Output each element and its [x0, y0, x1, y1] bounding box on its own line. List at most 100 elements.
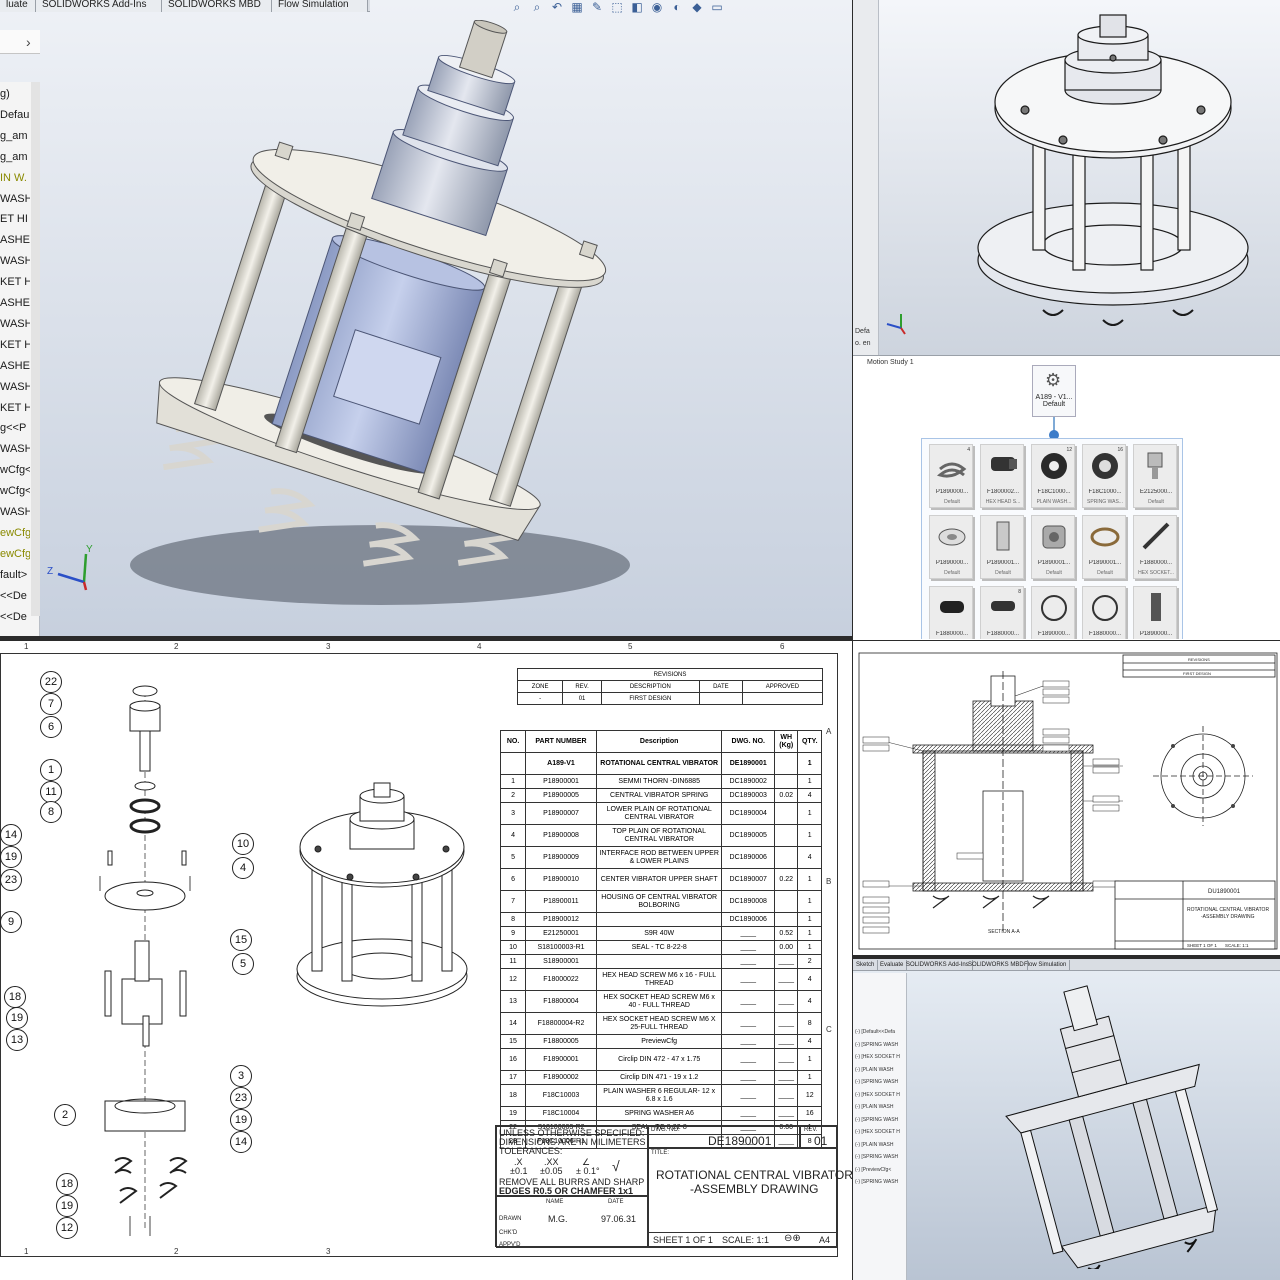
tree-item[interactable]: KET H — [0, 338, 30, 351]
view-settings-icon[interactable]: ▭ — [711, 0, 723, 14]
axis-triad-icon — [886, 314, 906, 335]
exploded-view[interactable] — [0, 661, 270, 1251]
tree-item[interactable]: fault> — [0, 568, 28, 581]
view-orientation-icon[interactable]: ⬚ — [611, 0, 623, 14]
tree-item[interactable]: ewCfg — [0, 526, 30, 539]
main-3d-viewport[interactable]: luate SOLIDWORKS Add-Ins SOLIDWORKS MBD … — [0, 0, 852, 636]
tab-evaluate[interactable]: luate — [0, 0, 36, 12]
tree-item[interactable]: wCfg< — [0, 485, 30, 498]
component-node[interactable]: F1880000... — [1082, 586, 1126, 639]
tree-item[interactable]: IN W. — [0, 171, 27, 184]
component-node[interactable]: P1890001...Default — [1031, 515, 1075, 579]
wireframe-assembly-model[interactable] — [973, 10, 1253, 350]
motion-study-tab[interactable]: Motion Study 1 — [867, 359, 914, 366]
tree-item[interactable]: (-) [SPRING WASH — [855, 1041, 899, 1048]
zoom-fit-icon[interactable]: ⌕ — [513, 0, 521, 14]
tree-item[interactable]: ET HI — [0, 213, 28, 226]
root-assembly-node[interactable]: ⚙ A189 - V1... Default — [1032, 365, 1076, 417]
tree-item[interactable]: (-) [HEX SOCKET H — [855, 1129, 900, 1135]
component-node[interactable]: F1800002...HEX HEAD S... — [980, 444, 1024, 508]
section-view-icon[interactable]: ▦ — [571, 0, 583, 14]
tree-item[interactable]: WASH — [0, 380, 30, 393]
chevron-right-icon[interactable]: › — [26, 34, 31, 50]
tree-item[interactable]: ewCfg — [0, 547, 30, 560]
tree-item[interactable]: (-) [SPRING WASH — [855, 1154, 899, 1160]
tree-item[interactable]: WASH — [0, 255, 30, 268]
bom-cell: 1 — [797, 752, 822, 775]
part-thumbnail-icon — [1142, 522, 1170, 550]
tab-flow-simulation[interactable]: Flow Simulation — [272, 0, 368, 12]
tab-sketch[interactable]: Sketch — [853, 960, 879, 970]
tree-item[interactable]: (-) [SPRING WASH — [855, 1179, 899, 1185]
connector-node[interactable] — [1049, 430, 1059, 440]
tree-item[interactable]: <<De — [0, 589, 27, 602]
tree-item[interactable]: ASHE — [0, 297, 30, 309]
edit-appearance-icon[interactable]: ◐ — [673, 0, 681, 14]
component-node[interactable]: P1890000... — [1133, 586, 1177, 639]
tab-solidworks-mbd[interactable]: SOLIDWORKS MBD — [965, 960, 1028, 970]
zone-label: 4 — [477, 642, 482, 651]
tree-filter-bar[interactable] — [0, 30, 40, 54]
zoom-area-icon[interactable]: ⌕ — [533, 0, 541, 14]
hide-show-icon[interactable]: ◉ — [651, 0, 663, 14]
vibrator-assembly-model[interactable] — [110, 20, 670, 620]
bom-cell: DC1890006 — [721, 846, 775, 869]
tree-item[interactable]: (-) [HEX SOCKET H — [855, 1054, 900, 1060]
bom-cell: 1 — [797, 1070, 822, 1085]
component-node[interactable]: F1880000... — [929, 586, 973, 639]
tab-solidworks-addins[interactable]: SOLIDWORKS Add-Ins — [36, 0, 162, 12]
tree-item[interactable]: (-) [HEX SOCKET H — [855, 1091, 900, 1098]
bom-cell: 2 — [499, 788, 527, 803]
display-style-icon[interactable]: ◧ — [631, 0, 643, 14]
tree-item[interactable]: (-) [SPRING WASH — [855, 1116, 899, 1123]
component-node[interactable]: F1880000...HEX SOCKET... — [1133, 515, 1177, 579]
sectioned-assembly-model[interactable] — [993, 979, 1233, 1269]
tab-solidworks-addins[interactable]: SOLIDWORKS Add-Ins — [903, 960, 973, 970]
tree-item[interactable]: (-) [PreviewCfg< — [855, 1166, 892, 1173]
component-node[interactable]: P1890001...Default — [980, 515, 1024, 579]
tree-item[interactable]: KET H — [0, 401, 30, 414]
tree-item[interactable]: <<De — [0, 610, 27, 623]
tree-item[interactable]: KET H — [0, 276, 30, 289]
tree-item[interactable]: g<<P — [0, 422, 27, 435]
section-3d-viewport[interactable]: Sketch Evaluate SOLIDWORKS Add-Ins SOLID… — [853, 959, 1280, 1280]
tree-item[interactable]: WASH — [0, 317, 30, 330]
bom-cell: HEX SOCKET HEAD SCREW M6 X 25-FULL THREA… — [595, 1012, 723, 1035]
section-view[interactable]: REVISIONS FIRST DESIGN SECTION A-A DU189… — [853, 641, 1280, 955]
previous-view-icon[interactable]: ↶ — [551, 0, 563, 14]
component-node[interactable]: E2125000...Default — [1133, 444, 1177, 508]
secondary-3d-viewport[interactable]: Defa o. en — [853, 0, 1280, 355]
component-node[interactable]: F1890000... — [1031, 586, 1075, 639]
tree-item[interactable]: (-) [PLAIN WASH — [855, 1141, 894, 1148]
tree-item[interactable]: g) — [0, 88, 10, 100]
tab-solidworks-mbd[interactable]: SOLIDWORKS MBD — [162, 0, 272, 12]
tree-item[interactable]: (-) [PLAIN WASH — [855, 1104, 894, 1110]
tab-flow-simulation[interactable]: Flow Simulation — [1021, 960, 1071, 970]
tree-item[interactable]: WASH — [0, 506, 30, 518]
tree-item[interactable]: WASH — [0, 192, 30, 205]
dynamic-annotation-icon[interactable]: ✎ — [591, 0, 603, 14]
isometric-view[interactable] — [290, 781, 475, 1021]
scene-icon[interactable]: ◆ — [692, 0, 702, 14]
tree-item[interactable]: g_am — [0, 150, 28, 163]
component-node[interactable]: P1890000...Default — [929, 515, 973, 579]
tree-item[interactable]: Defau — [0, 108, 30, 121]
tree-item[interactable]: ASHE — [0, 359, 30, 372]
tree-item[interactable]: (-) [PLAIN WASH — [855, 1066, 894, 1073]
tree-scrollbar[interactable] — [31, 82, 40, 616]
component-node[interactable]: P1890001...Default — [1082, 515, 1126, 579]
tree-item[interactable]: wCfg< — [0, 464, 30, 477]
tree-item[interactable]: WASH — [0, 443, 30, 456]
tree-item[interactable]: ASHE — [0, 234, 30, 247]
item-balloon: 14 — [0, 824, 22, 846]
tree-item[interactable]: (-) [Default<<Defa — [855, 1029, 896, 1035]
tree-item[interactable]: g_am — [0, 129, 28, 142]
tree-item[interactable]: (-) [SPRING WASH — [855, 1079, 899, 1085]
tab-evaluate[interactable]: Evaluate — [877, 960, 908, 970]
